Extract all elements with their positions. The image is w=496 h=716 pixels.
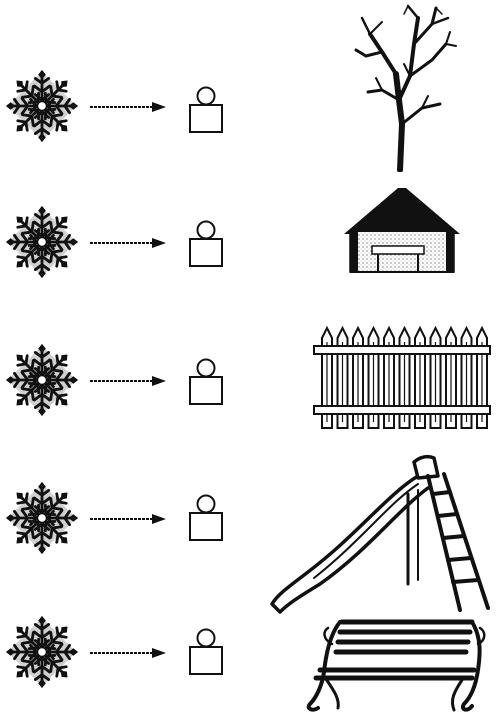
stick-figure-icon [184,494,228,542]
snowflake-icon [4,614,80,690]
snowflake-icon [4,342,80,418]
stick-figure-icon [184,220,228,268]
stick-figure-icon [184,628,228,676]
gazebo-icon [342,186,462,274]
worksheet-row-5 [0,0,496,140]
arrow-icon [88,512,168,526]
arrow-icon [88,374,168,388]
picket-fence-icon [312,324,492,430]
snowflake-icon [4,204,80,280]
arrow-icon [88,646,168,660]
arrow-icon [88,236,168,250]
playground-slide-icon [268,454,494,616]
stick-figure-icon [184,358,228,406]
park-bench-icon [302,614,492,714]
snowflake-icon [4,480,80,556]
